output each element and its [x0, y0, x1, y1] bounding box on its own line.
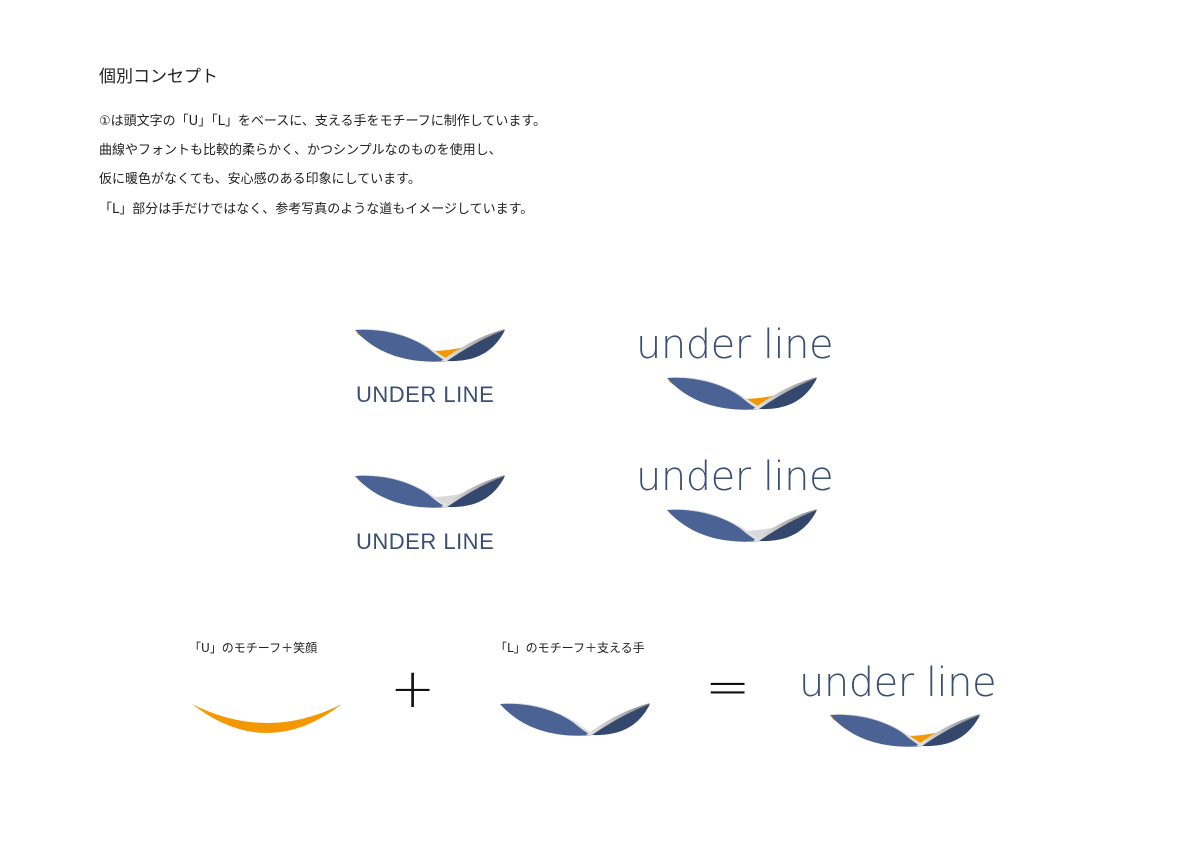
logo-wordmark-caps: UNDER LINE [356, 529, 495, 554]
smile-arc-icon [192, 704, 342, 733]
logo-mark-orange-icon [355, 328, 505, 362]
logo-wordmark-lower: under line [799, 660, 997, 706]
description-line-4: 「L」部分は手だけではなく、参考写真のような道もイメージしています。 [99, 202, 534, 217]
description-line-2: 曲線やフォントも比較的柔らかく、かつシンプルなのものを使用し、 [99, 143, 502, 158]
logo-mark-gray-icon [355, 474, 505, 508]
logo-wordmark-lower: under line [636, 454, 834, 500]
logo-wordmark-lower: under line [636, 322, 834, 368]
l-motif-caption: 「L」のモチーフ＋支える手 [495, 641, 645, 655]
u-motif-caption: 「U」のモチーフ＋笑顔 [189, 641, 318, 655]
equals-sign: = [705, 655, 751, 718]
description-line-3: 仮に暖色がなくても、安心感のある印象にしています。 [99, 172, 421, 187]
description-line-1: ①は頭文字の「U」「L」をベースに、支える手をモチーフに制作しています。 [99, 114, 547, 129]
logo-wordmark-caps: UNDER LINE [356, 382, 495, 407]
plus-sign: + [390, 657, 436, 720]
page-title: 個別コンセプト [99, 67, 218, 87]
logo-mark-orange-icon [830, 713, 980, 747]
logo-mark-orange-icon [667, 376, 817, 410]
logo-mark-gray-icon [667, 508, 817, 542]
supporting-hands-icon [500, 702, 650, 736]
